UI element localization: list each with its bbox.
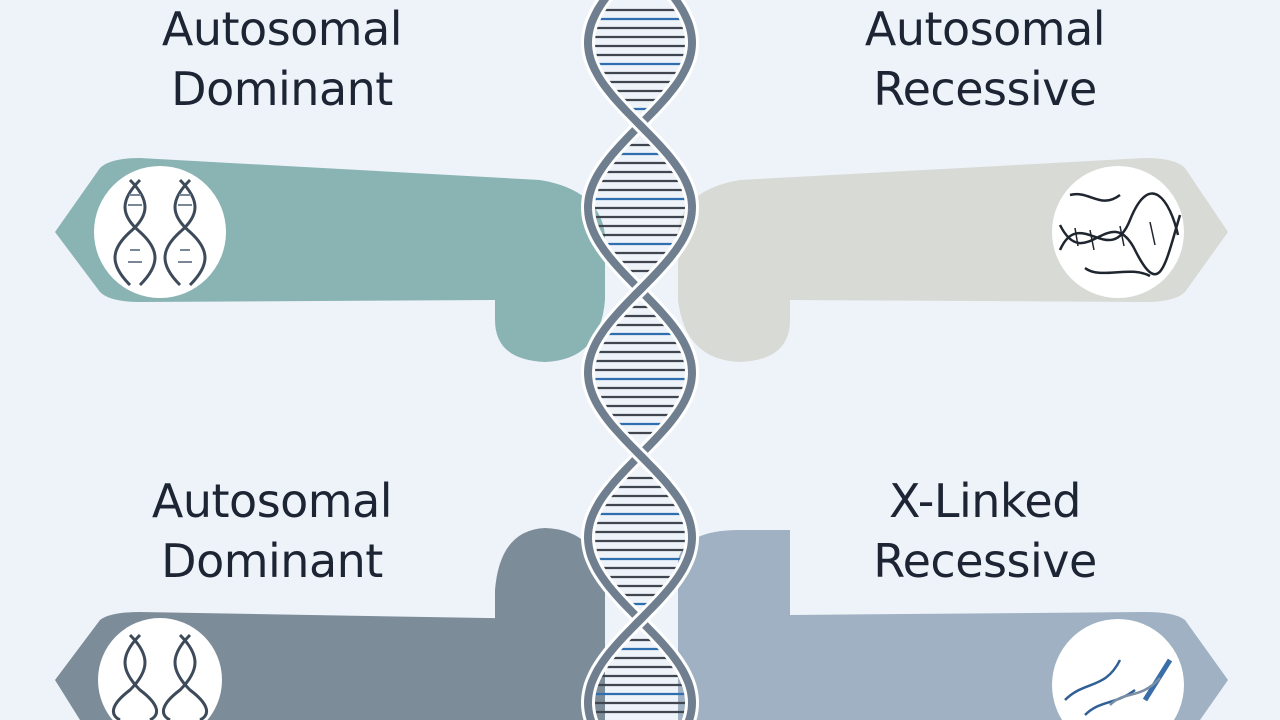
label-line-2: Dominant — [161, 534, 383, 588]
panel-autosomal-dominant-top — [55, 158, 605, 362]
label-autosomal-dominant-bottom: Autosomal Dominant — [122, 471, 422, 591]
label-line-1: Autosomal — [151, 474, 393, 528]
tangled-dna-icon — [1058, 192, 1182, 278]
label-line-1: Autosomal — [161, 2, 403, 56]
icon-badge-top-left — [94, 166, 226, 298]
panel-autosomal-recessive — [678, 158, 1228, 362]
central-dna-helix — [580, 0, 700, 720]
dna-double-helix-icon — [111, 633, 209, 720]
dna-double-helix-icon — [113, 178, 207, 287]
helix-strand — [583, 0, 697, 720]
label-line-2: Recessive — [873, 534, 1097, 588]
label-line-1: Autosomal — [864, 2, 1106, 56]
icon-badge-bottom-left — [98, 618, 222, 720]
panel-autosomal-dominant-bottom — [55, 528, 605, 720]
label-line-2: Dominant — [171, 62, 393, 116]
panel-x-linked-recessive — [678, 530, 1228, 720]
label-autosomal-dominant-top: Autosomal Dominant — [132, 0, 432, 119]
label-autosomal-recessive: Autosomal Recessive — [835, 0, 1135, 119]
label-x-linked-recessive: X-Linked Recessive — [835, 471, 1135, 591]
helix-strand — [583, 0, 697, 720]
label-line-1: X-Linked — [889, 474, 1081, 528]
label-line-2: Recessive — [873, 62, 1097, 116]
scattered-dna-icon — [1064, 658, 1173, 716]
